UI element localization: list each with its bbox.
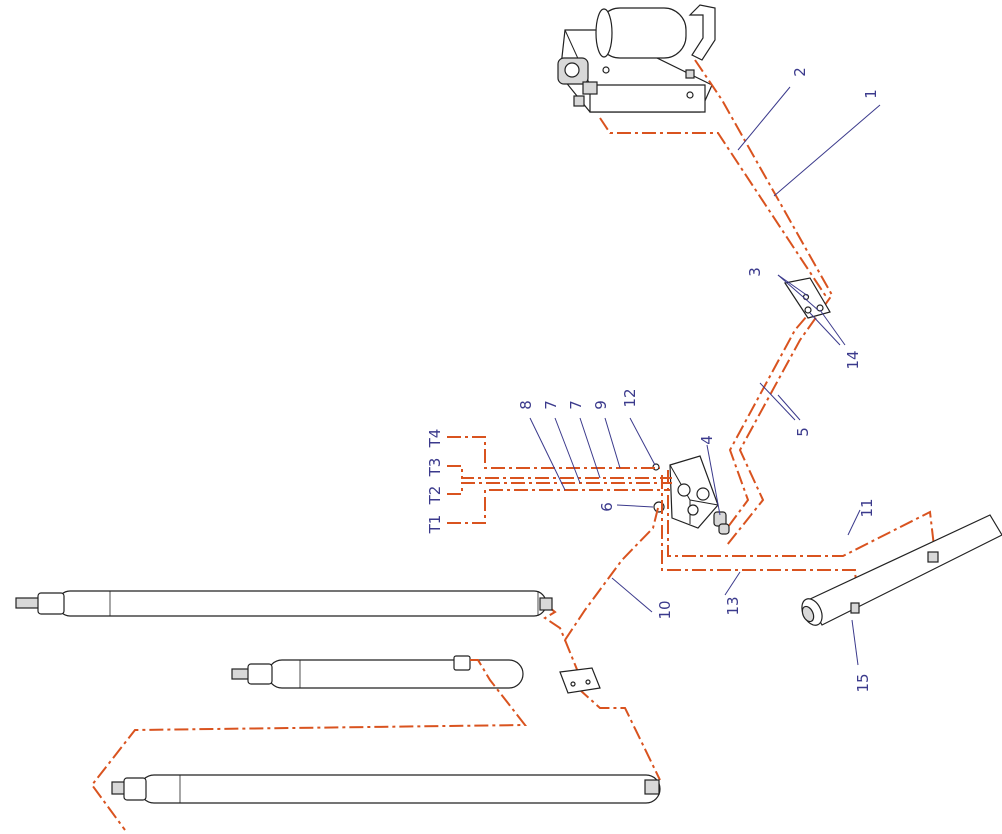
right-cylinder [801, 514, 1002, 626]
callout-11: 11 [858, 498, 876, 517]
callout-2: 2 [791, 67, 809, 77]
callout-10: 10 [656, 600, 674, 619]
callout-3: 3 [746, 267, 764, 277]
hose-11 [667, 470, 936, 557]
callout-9: 9 [592, 400, 610, 410]
callout-4: 4 [698, 435, 716, 445]
valve-manifold [652, 455, 730, 535]
callout-6: 6 [598, 502, 616, 512]
callout-1: 1 [862, 89, 880, 99]
port-t2: T2 [426, 486, 444, 506]
callout-14: 14 [844, 350, 862, 369]
callout-15: 15 [854, 673, 872, 692]
hose-10-b [564, 639, 661, 781]
power-unit [557, 4, 716, 113]
cylinder-top [15, 590, 553, 617]
hose-middle-cyl [90, 659, 528, 831]
callout-8: 8 [517, 400, 535, 410]
cylinder-bottom [111, 774, 661, 804]
port-t4: T4 [426, 429, 444, 449]
hose-1 [694, 59, 834, 546]
port-lines [447, 436, 672, 524]
port-t1: T1 [426, 515, 444, 535]
callout-12: 12 [621, 388, 639, 407]
port-t3: T3 [426, 458, 444, 478]
mounting-bracket [784, 277, 831, 319]
callout-5: 5 [794, 427, 812, 437]
callout-7a: 7 [567, 400, 585, 410]
hose-10 [539, 507, 659, 643]
junction-block [559, 667, 601, 694]
cylinder-middle [231, 655, 524, 689]
callout-13: 13 [724, 596, 742, 615]
callout-7b: 7 [542, 400, 560, 410]
